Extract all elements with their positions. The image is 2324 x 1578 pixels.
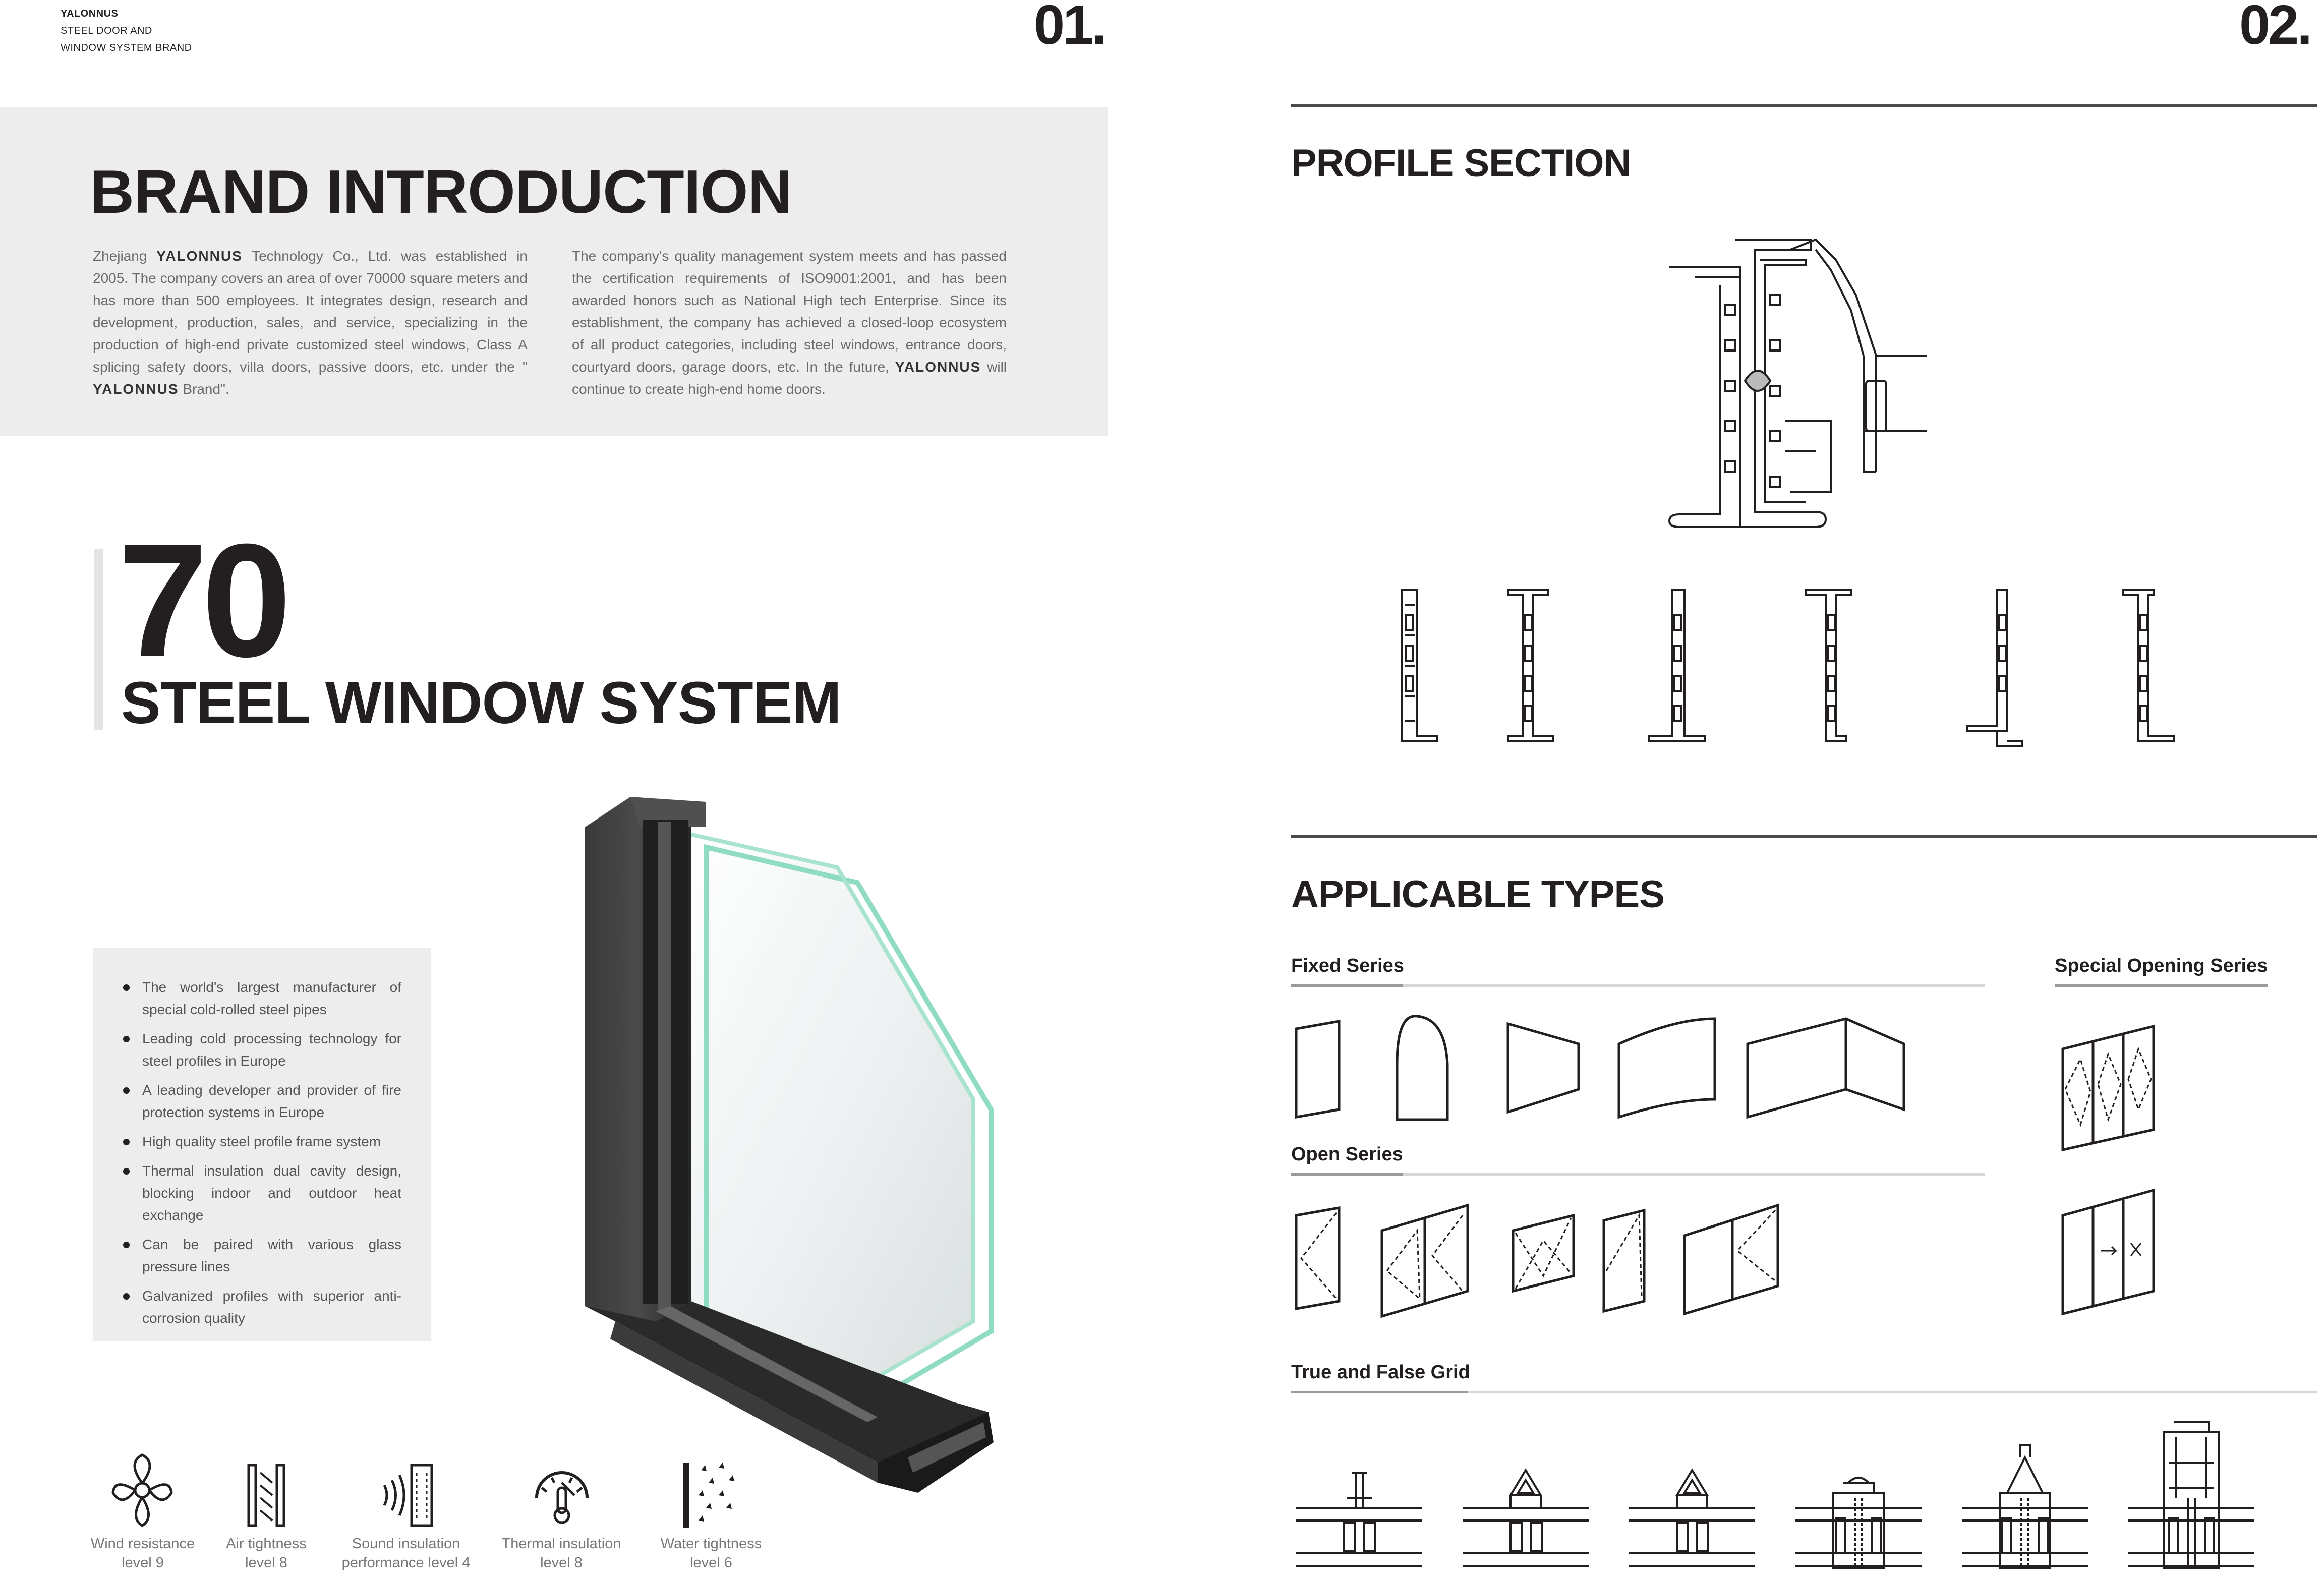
grid-underline (1291, 1391, 2317, 1393)
water-tightness-icon (683, 1463, 734, 1528)
brand-name: YALONNUS (61, 8, 119, 19)
brand-wordmark: YALONNUS (895, 359, 981, 375)
brand-wordmark: YALONNUS (93, 381, 179, 397)
title-accent-bar (94, 549, 103, 730)
feature-item: Leading cold processing technology for s… (123, 1028, 401, 1072)
page-number-right: 02. (2239, 0, 2312, 56)
fixed-series-label: Fixed Series (1291, 955, 1404, 976)
profile-variant-drawings (1401, 589, 2175, 747)
thermal-insulation-icon (535, 1471, 589, 1524)
true-false-grid-label: True and False Grid (1291, 1362, 1470, 1383)
special-opening-underline (2055, 984, 2268, 987)
feature-item: A leading developer and provider of fire… (123, 1079, 401, 1124)
feature-item: Galvanized profiles with superior anti-c… (123, 1285, 401, 1329)
wind-resistance-icon (111, 1453, 173, 1527)
section-divider (1291, 104, 2317, 107)
profile-cross-section-drawing (1668, 238, 1927, 528)
special-opening-series-shapes (2061, 1024, 2155, 1316)
brand-block: YALONNUS STEEL DOOR AND WINDOW SYSTEM BR… (61, 5, 192, 56)
feature-item: High quality steel profile frame system (123, 1131, 401, 1153)
grid-profile-drawings (1296, 1421, 2254, 1569)
section-divider (1291, 835, 2317, 838)
brand-intro-panel: BRAND INTRODUCTION Zhejiang YALONNUS Tec… (0, 107, 1108, 436)
open-series-shapes (1295, 1203, 1779, 1318)
sound-insulation-icon (383, 1464, 433, 1527)
page-number-left: 01. (1034, 0, 1107, 56)
profile-section-title: PROFILE SECTION (1291, 142, 1631, 185)
feature-item: Can be paired with various glass pressur… (123, 1234, 401, 1278)
applicable-types-title: APPLICABLE TYPES (1291, 873, 1665, 916)
brand-tagline-2: WINDOW SYSTEM BRAND (61, 42, 192, 53)
open-series-underline (1291, 1173, 1985, 1176)
fixed-series-shapes (1295, 1015, 1905, 1121)
feature-item: The world's largest manufacturer of spec… (123, 976, 401, 1021)
brand-wordmark: YALONNUS (156, 248, 243, 264)
feature-item: Thermal insulation dual cavity design, b… (123, 1160, 401, 1226)
feature-list-panel: The world's largest manufacturer of spec… (93, 948, 431, 1341)
window-corner-render (585, 797, 994, 1493)
fixed-series-underline (1291, 984, 1985, 987)
special-opening-series-label: Special Opening Series (2055, 955, 2268, 976)
intro-paragraph-2: The company's quality management system … (572, 248, 1007, 397)
open-series-label: Open Series (1291, 1144, 1403, 1165)
product-number: 70 (118, 510, 292, 690)
product-title: STEEL WINDOW SYSTEM (121, 670, 842, 736)
intro-paragraph-1: Zhejiang YALONNUS Technology Co., Ltd. w… (93, 248, 528, 397)
intro-title: BRAND INTRODUCTION (90, 157, 792, 226)
brand-tagline-1: STEEL DOOR AND (61, 25, 152, 36)
air-tightness-icon (247, 1464, 285, 1527)
